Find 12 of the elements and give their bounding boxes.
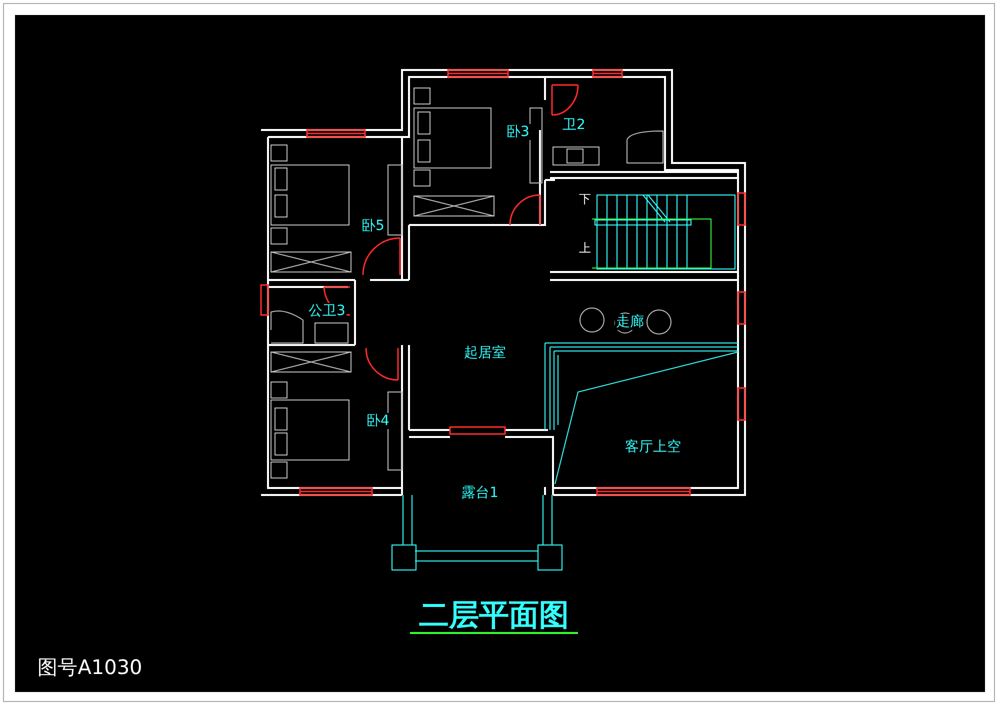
room-label: 客厅上空 <box>624 439 682 455</box>
room-label: 起居室 <box>463 345 507 361</box>
room-label: 公卫3 <box>308 303 346 319</box>
stair-direction-label: 下 <box>578 192 592 206</box>
room-label: 走廊 <box>615 314 645 330</box>
room-label: 露台1 <box>460 485 500 501</box>
room-label: 卫2 <box>562 117 586 133</box>
drawing-number: 图号A1030 <box>36 656 144 678</box>
stair-direction-label: 上 <box>578 241 592 255</box>
room-label: 卧5 <box>360 218 386 234</box>
room-label: 卧3 <box>506 124 530 140</box>
room-label: 卧4 <box>366 413 390 429</box>
